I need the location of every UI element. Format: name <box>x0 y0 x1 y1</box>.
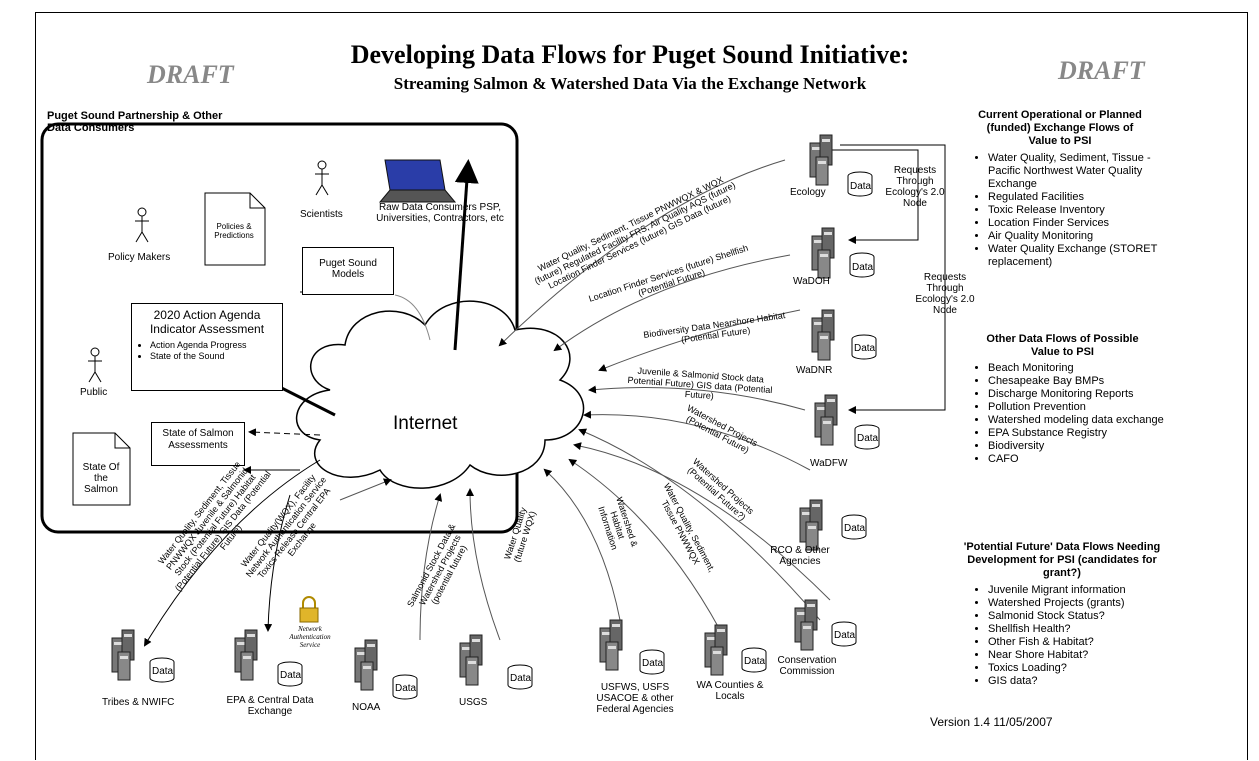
server-counties <box>704 624 767 676</box>
current-flows-list: Water Quality, Sediment, Tissue - Pacifi… <box>970 152 1168 269</box>
future-flows-title: 'Potential Future' Data Flows Needing De… <box>963 541 1161 579</box>
data-label: Data <box>852 262 874 273</box>
data-label: Data <box>642 658 664 669</box>
action-agenda-box: 2020 Action Agenda Indicator Assessment … <box>131 303 283 391</box>
data-label: Data <box>152 666 174 677</box>
list-item: Water Quality, Sediment, Tissue - Pacifi… <box>988 152 1168 191</box>
list-item: Shellfish Health? <box>988 623 1173 636</box>
salmon-assessments-box: State of Salmon Assessments <box>151 422 245 466</box>
rco-label: RCO & Other Agencies <box>770 545 830 567</box>
future-flows-list: Juvenile Migrant information Watershed P… <box>970 584 1173 688</box>
list-item: GIS data? <box>988 675 1173 688</box>
draft-left: DRAFT <box>147 60 234 89</box>
data-label: Data <box>395 683 417 694</box>
consumers-title: Puget Sound Partnership & Other Data Con… <box>47 110 223 134</box>
ecology-label: Ecology <box>790 187 826 198</box>
list-item: Pollution Prevention <box>988 401 1168 414</box>
requests-label-1: Requests Through Ecology's 2.0 Node <box>885 165 945 209</box>
list-item: CAFO <box>988 453 1168 466</box>
action-agenda-item: State of the Sound <box>150 351 278 362</box>
lock-icon <box>299 596 319 623</box>
list-item: Other Fish & Habitat? <box>988 636 1173 649</box>
counties-label: WA Counties & Locals <box>696 680 764 702</box>
conservation-label: Conservation Commission <box>777 655 837 677</box>
list-item: Air Quality Monitoring <box>988 230 1168 243</box>
other-flows-title: Other Data Flows of Possible Value to PS… <box>986 333 1139 358</box>
list-item: Water Quality Exchange (STORET replaceme… <box>988 243 1168 269</box>
noaa-label: NOAA <box>352 702 381 713</box>
wadfw-label: WaDFW <box>810 458 848 469</box>
list-item: Near Shore Habitat? <box>988 649 1173 662</box>
action-agenda-title: 2020 Action Agenda Indicator Assessment <box>149 308 265 336</box>
policy-makers-label: Policy Makers <box>108 252 171 263</box>
models-box: Puget Sound Models <box>302 247 394 295</box>
wadnr-label: WaDNR <box>796 365 833 376</box>
draft-right: DRAFT <box>1058 56 1145 85</box>
requests-label-2: Requests Through Ecology's 2.0 Node <box>915 272 975 316</box>
wadoh-label: WaDOH <box>793 276 830 287</box>
list-item: Beach Monitoring <box>988 362 1168 375</box>
page-title: Developing Data Flows for Puget Sound In… <box>350 40 910 69</box>
tribes-label: Tribes & NWIFC <box>102 697 175 708</box>
internet-label: Internet <box>393 413 458 434</box>
usgs-label: USGS <box>459 697 488 708</box>
list-item: Chesapeake Bay BMPs <box>988 375 1168 388</box>
network-auth-label: Network Authentication Service <box>289 625 331 649</box>
page-frame <box>35 12 1248 760</box>
list-item: Location Finder Services <box>988 217 1168 230</box>
data-label: Data <box>850 181 872 192</box>
page-subtitle: Streaming Salmon & Watershed Data Via th… <box>393 74 867 93</box>
data-label: Data <box>510 673 532 684</box>
list-item: Juvenile Migrant information <box>988 584 1173 597</box>
data-label: Data <box>744 656 766 667</box>
list-item: Toxics Loading? <box>988 662 1173 675</box>
list-item: Discharge Monitoring Reports <box>988 388 1168 401</box>
laptop-icon <box>378 159 457 203</box>
models-label: Puget Sound Models <box>319 258 377 280</box>
scientists-label: Scientists <box>300 209 343 220</box>
list-item: Biodiversity <box>988 440 1168 453</box>
list-item: Toxic Release Inventory <box>988 204 1168 217</box>
consumers-box <box>40 122 519 534</box>
policy-makers-figure <box>134 207 150 243</box>
data-label: Data <box>844 523 866 534</box>
version-label: Version 1.4 11/05/2007 <box>930 715 1053 729</box>
salmon-assessments-label: State of Salmon Assessments <box>162 428 234 451</box>
list-item: Watershed modeling data exchange <box>988 414 1168 427</box>
policies-label: Policies & Predictions <box>214 222 254 240</box>
data-label: Data <box>854 343 876 354</box>
list-item: Salmonid Stock Status? <box>988 610 1173 623</box>
policies-document <box>204 192 266 266</box>
data-label: Data <box>280 670 302 681</box>
salmon-doc-label: State Of the Salmon <box>82 462 120 495</box>
list-item: Regulated Facilities <box>988 191 1168 204</box>
internet-cloud <box>295 300 585 489</box>
epa-label: EPA & Central Data Exchange <box>226 695 314 717</box>
data-label: Data <box>834 630 856 641</box>
other-flows-list: Beach Monitoring Chesapeake Bay BMPs Dis… <box>970 362 1168 466</box>
data-label: Data <box>857 433 879 444</box>
list-item: Watershed Projects (grants) <box>988 597 1173 610</box>
scientists-figure <box>314 160 330 196</box>
list-item: EPA Substance Registry <box>988 427 1168 440</box>
public-figure <box>87 347 103 383</box>
raw-consumers-label: Raw Data Consumers PSP, Universities, Co… <box>376 202 504 224</box>
action-agenda-item: Action Agenda Progress <box>150 340 278 351</box>
public-label: Public <box>80 387 108 398</box>
current-flows-title: Current Operational or Planned (funded) … <box>978 109 1142 147</box>
usfws-label: USFWS, USFS USACOE & other Federal Agenc… <box>596 682 674 715</box>
server-conservation <box>794 599 857 651</box>
salmon-document <box>72 432 131 506</box>
